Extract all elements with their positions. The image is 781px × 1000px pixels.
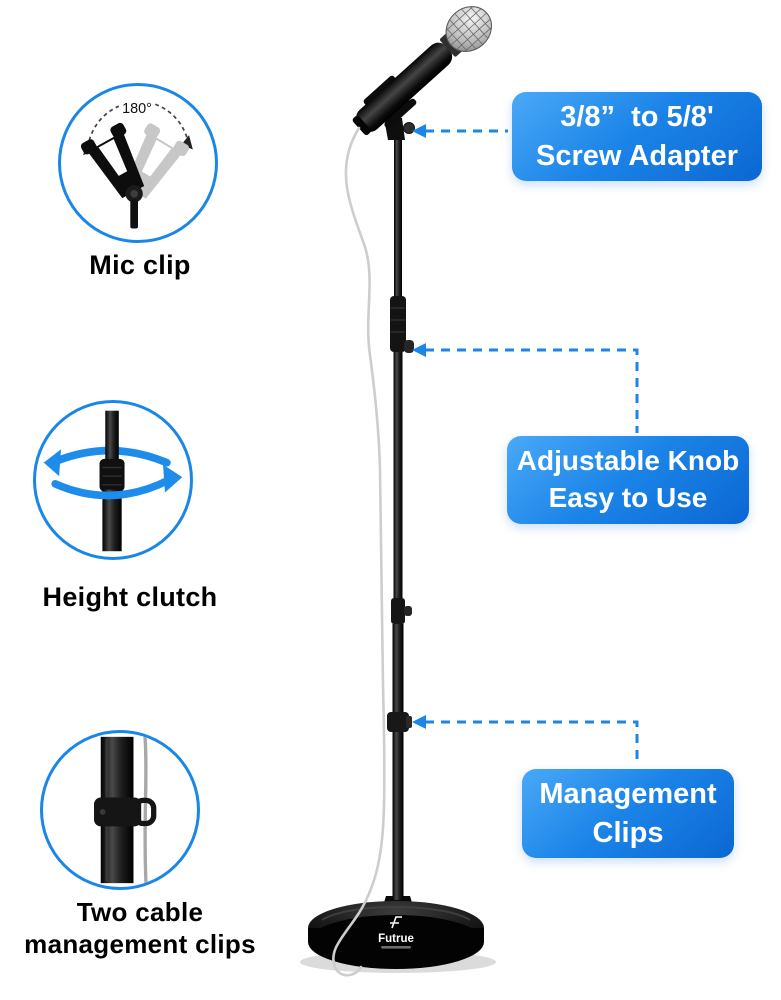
feature-line: Screw Adapter: [536, 139, 738, 172]
caption-mic-clip: Mic clip: [89, 250, 191, 280]
connector-line-adjustable-knob: [425, 348, 639, 433]
stand-base: Futrue: [308, 896, 484, 969]
clip-stem: [130, 199, 138, 229]
arrowhead-icon: [412, 715, 426, 729]
rotate-arrowhead-icon: [163, 464, 183, 493]
joint-collar-part: [391, 598, 405, 624]
caption-height-clutch: Height clutch: [42, 582, 218, 612]
feature-label-management-clips: Management Clips: [522, 769, 734, 858]
caption-line: management clips: [24, 928, 256, 959]
mic-cable: [332, 126, 386, 977]
rotate-arrow-front-icon: [51, 476, 173, 500]
cable-clip-shape: [94, 797, 157, 827]
caption-line: Two cable: [76, 897, 204, 927]
screw-adapter-knob: [403, 122, 415, 134]
rotate-arrowhead-icon: [43, 449, 62, 477]
brand-tagline-blur: [381, 946, 411, 949]
mic-clip-shape: [80, 122, 145, 199]
brand-name: Futrue: [378, 933, 414, 945]
rotation-angle-label: 180°: [122, 101, 152, 117]
callout-circle-height-clutch: [33, 400, 193, 560]
adjustable-knob-part: [404, 340, 414, 353]
arrowhead-icon: [412, 124, 426, 138]
connector-line-management-clips: [425, 720, 639, 766]
feature-line: Management: [539, 778, 717, 811]
arrowhead-icon: [412, 343, 426, 357]
pole-with-clutch: [99, 410, 125, 552]
brand-logo-icon: [390, 916, 402, 929]
feature-line: Adjustable Knob: [516, 445, 740, 477]
stand-pole: [387, 138, 414, 900]
callout-circle-mic-clip: 180°: [58, 83, 218, 243]
feature-label-screw-adapter: 3/8” to 5/8' Screw Adapter: [512, 92, 762, 181]
height-clutch-part: [390, 296, 406, 352]
feature-line: 3/8” to 5/8': [560, 101, 714, 134]
feature-label-adjustable-knob: Adjustable Knob Easy to Use: [507, 436, 749, 524]
microphone: [352, 1, 497, 136]
feature-line: Easy to Use: [548, 482, 708, 513]
callout-circle-cable-clips: [40, 730, 200, 890]
caption-cable-clips: Two cable management clips: [5, 897, 275, 960]
feature-line: Clips: [592, 816, 664, 849]
cable-clip-part: [387, 712, 409, 732]
cable-line: [143, 736, 148, 884]
